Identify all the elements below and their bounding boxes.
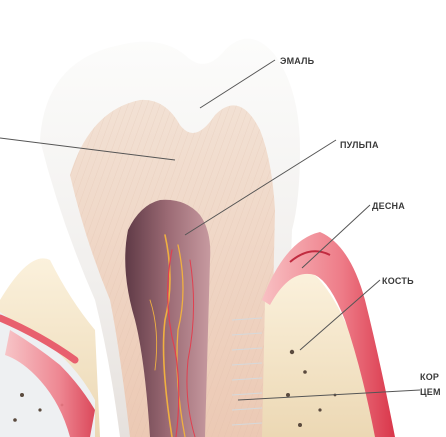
label-pulp: ПУЛЬПА (340, 140, 379, 150)
label-bone: КОСТЬ (382, 276, 414, 286)
label-enamel: ЭМАЛЬ (280, 56, 315, 66)
label-root-line1: КОР (420, 372, 439, 382)
label-gum: ДЕСНА (372, 201, 405, 211)
label-root-line2: ЦЕМ (420, 387, 441, 397)
